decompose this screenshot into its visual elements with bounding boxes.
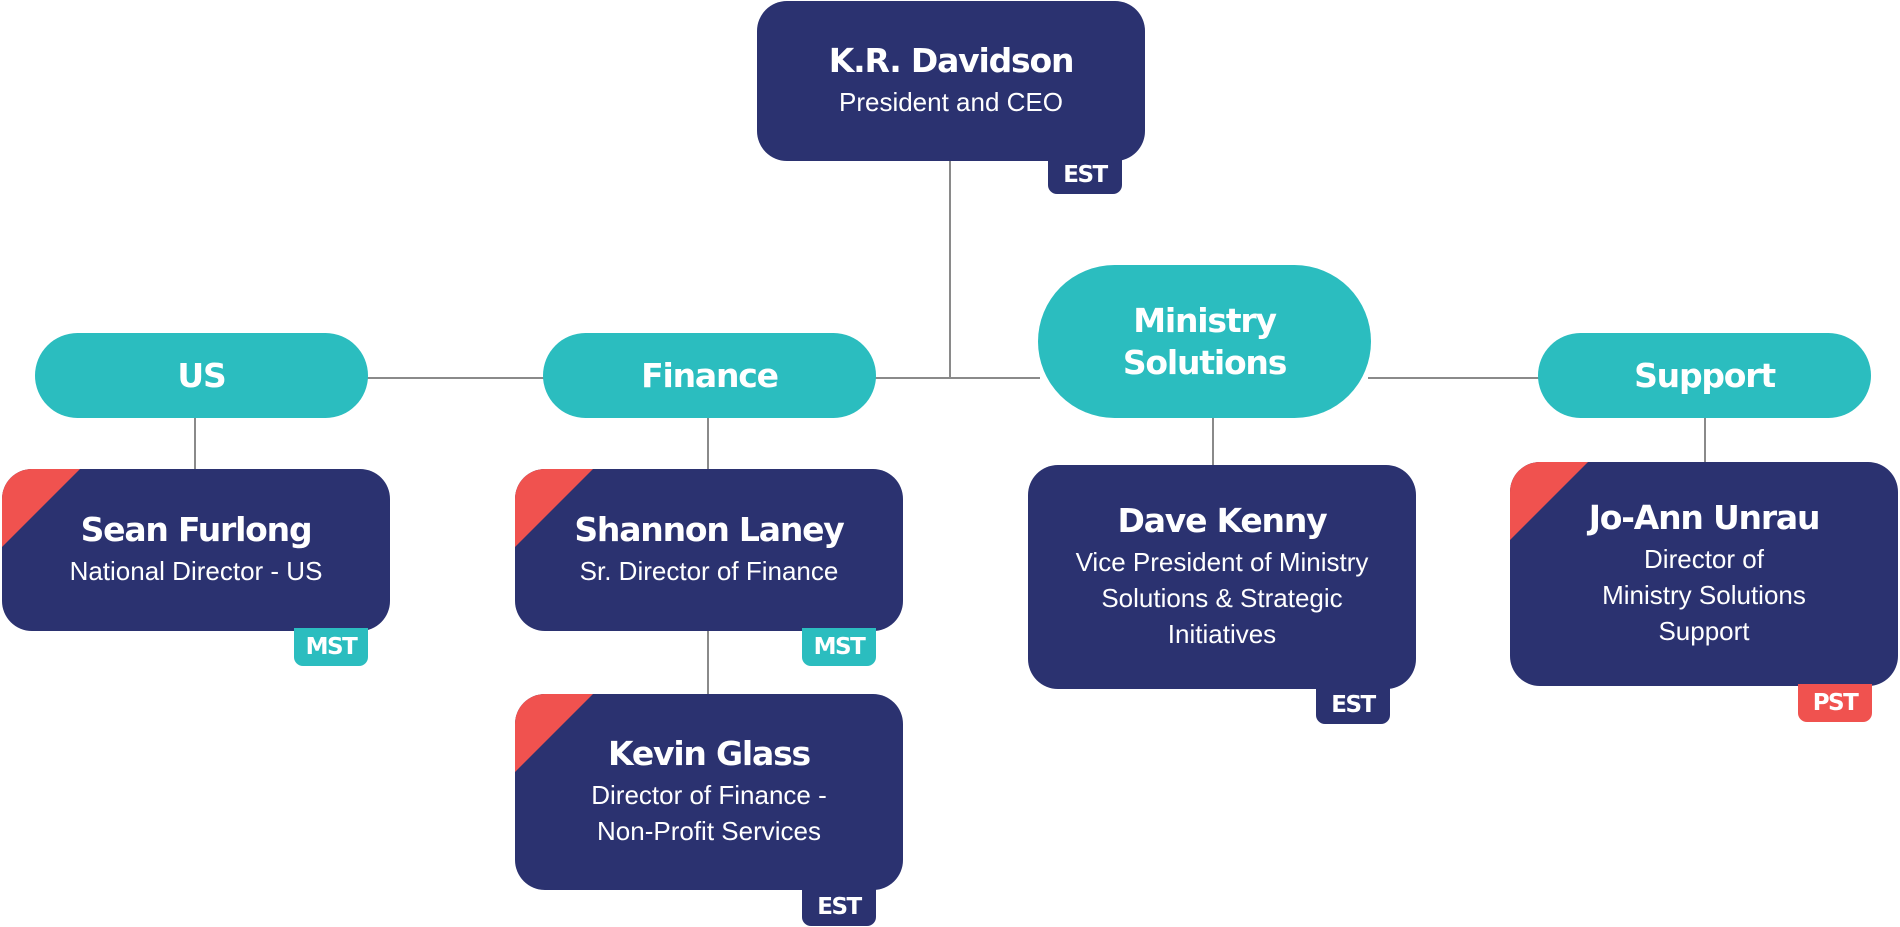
person-name: Kevin Glass [608, 734, 811, 774]
unrau-timezone-badge: PST [1798, 684, 1872, 722]
department-support: Support [1538, 333, 1871, 418]
person-role-line: Initiatives [1167, 618, 1277, 649]
person-card-furlong: Sean Furlong National Director - US [2, 469, 390, 631]
corner-accent [1510, 462, 1588, 540]
department-ministry-label-line-2: Solutions [1122, 342, 1288, 382]
person-role-line: Solutions & Strategic [1101, 582, 1343, 613]
person-role-line: Ministry Solutions [1602, 579, 1806, 610]
ceo-card: K.R. Davidson President and CEO [757, 1, 1145, 161]
department-finance-label: Finance [641, 355, 779, 395]
corner-accent [2, 469, 80, 547]
ceo-timezone-badge: EST [1048, 156, 1122, 194]
person-role: Director of Ministry Solutions Support [1584, 541, 1824, 649]
person-name: Jo-Ann Unrau [1588, 498, 1821, 538]
person-name: Dave Kenny [1117, 501, 1328, 541]
person-role-line: Non-Profit Services [597, 815, 821, 846]
department-us-label: US [177, 355, 226, 395]
corner-accent [515, 694, 593, 772]
person-name: Shannon Laney [574, 510, 844, 550]
person-role-line: Director of Finance - [591, 779, 827, 810]
person-name: Sean Furlong [80, 510, 313, 550]
person-role: Vice President of Ministry Solutions & S… [1058, 544, 1387, 652]
department-ministry-solutions: Ministry Solutions [1038, 265, 1371, 418]
person-role: National Director - US [69, 555, 323, 586]
ceo-role: President and CEO [838, 86, 1063, 117]
person-role-line: Vice President of Ministry [1075, 546, 1369, 577]
person-role-line: Support [1658, 615, 1750, 646]
person-card-kenny: Dave Kenny Vice President of Ministry So… [1028, 465, 1416, 689]
person-card-glass: Kevin Glass Director of Finance - Non-Pr… [515, 694, 903, 890]
person-role: Director of Finance - Non-Profit Service… [573, 777, 845, 849]
person-role: Sr. Director of Finance [579, 555, 839, 586]
glass-timezone-badge: EST [802, 888, 876, 926]
person-role-line: Director of [1644, 543, 1764, 574]
laney-timezone-badge: MST [802, 628, 876, 666]
kenny-timezone-badge: EST [1316, 686, 1390, 724]
department-finance: Finance [543, 333, 876, 418]
person-card-unrau: Jo-Ann Unrau Director of Ministry Soluti… [1510, 462, 1898, 686]
department-ministry-label-line-1: Ministry [1133, 300, 1277, 340]
department-support-label: Support [1634, 355, 1776, 395]
ceo-name: K.R. Davidson [828, 41, 1075, 81]
furlong-timezone-badge: MST [294, 628, 368, 666]
department-us: US [35, 333, 368, 418]
person-card-laney: Shannon Laney Sr. Director of Finance [515, 469, 903, 631]
